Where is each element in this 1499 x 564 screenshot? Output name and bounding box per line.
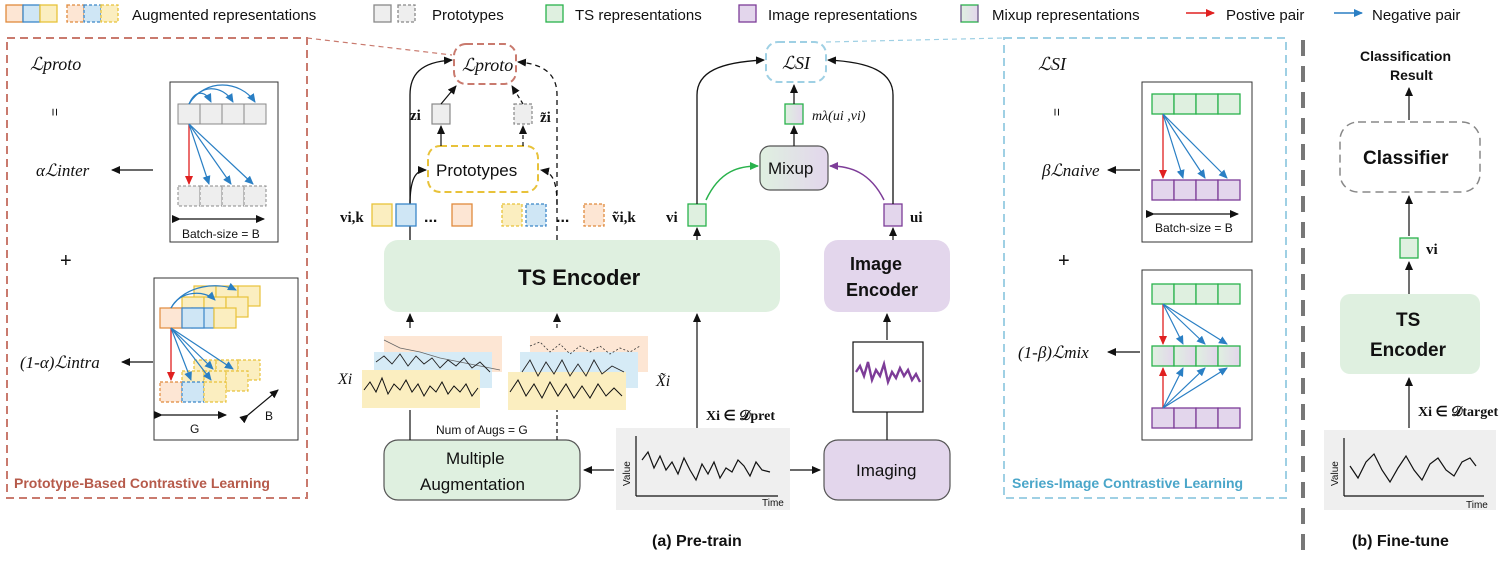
mixup-repr-box — [784, 103, 804, 125]
x-target-label: Xi ∈ 𝒟target — [1418, 404, 1498, 420]
legend-augmented-label: Augmented representations — [132, 7, 316, 24]
finetune-section: Classification Result Classifier vi TS E… — [1324, 48, 1498, 550]
classifier-node — [1339, 121, 1481, 193]
pretrain-time-axis: Time — [762, 498, 784, 509]
z-tilde-i-prototype-box — [513, 103, 533, 125]
z-tilde-i-label: z̃i — [540, 110, 551, 126]
legend-negative-label: Negative pair — [1372, 7, 1460, 24]
legend-positive-label: Postive pair — [1226, 7, 1304, 24]
u-i-box — [883, 203, 903, 227]
prototype-panel-border — [6, 37, 308, 499]
legend-prototypes-swatch — [373, 4, 416, 23]
left-plus: + — [60, 250, 72, 272]
legend-prototypes-label: Prototypes — [432, 7, 504, 24]
legend-mixup-swatch — [960, 4, 979, 23]
prototype-panel-title: Prototype-Based Contrastive Learning — [14, 475, 270, 491]
imaging-label: Imaging — [856, 461, 916, 480]
pretrain-caption: (a) Pre-train — [652, 533, 742, 550]
inter-prototype-row-dashed — [177, 185, 267, 207]
m-lambda-label: mλ(ui ,vi) — [812, 109, 866, 124]
inter-prototype-row-solid — [177, 103, 267, 125]
inter-batch-size: Batch-size = B — [182, 227, 260, 241]
legend-ts-label: TS representations — [575, 7, 702, 24]
finetune-ts-label-1: TS — [1396, 310, 1420, 331]
left-l-proto: ℒproto — [30, 54, 81, 74]
z-i-prototype-box — [431, 103, 451, 125]
x-tilde-i-label: X̃i — [655, 372, 670, 390]
x-i-label: Xi — [337, 371, 352, 388]
finetune-v-i-box — [1399, 237, 1419, 259]
v-ik-label: vi,k — [340, 210, 364, 226]
series-image-contrastive-panel: ℒSI = βℒnaive + (1-β)ℒmix Batch-size = B — [1003, 37, 1287, 499]
augmented-signals-right — [508, 336, 648, 410]
l-proto-node — [453, 43, 517, 85]
intra-b-label: B — [265, 409, 273, 423]
legend: Augmented representations Prototypes TS … — [5, 4, 1460, 24]
l-proto-label: ℒproto — [462, 55, 513, 75]
right-equals: = — [1049, 108, 1065, 116]
num-augs-label: Num of Augs = G — [436, 423, 528, 437]
alpha-inter-term: αℒinter — [36, 161, 90, 180]
finetune-v-i-label: vi — [1426, 242, 1438, 258]
inter-contrast-box: Batch-size = B — [169, 81, 279, 243]
augmented-repr-row — [371, 203, 605, 227]
finetune-caption: (b) Fine-tune — [1352, 533, 1449, 550]
series-image-thumbnail — [852, 341, 924, 413]
v-tilde-ik-label: ṽi,k — [612, 210, 636, 226]
classification-result-2: Result — [1390, 67, 1433, 83]
v-i-label: vi — [666, 210, 678, 226]
intra-g-label: G — [190, 422, 199, 436]
classification-result-1: Classification — [1360, 48, 1451, 64]
augmented-signals-left — [362, 336, 502, 408]
x-pret-label: Xi ∈ 𝒟pret — [706, 408, 775, 424]
finetune-time-axis: Time — [1466, 500, 1488, 511]
left-equals: = — [47, 108, 63, 116]
finetune-ts-label-2: Encoder — [1370, 340, 1447, 361]
si-panel-title: Series-Image Contrastive Learning — [1012, 475, 1243, 491]
multiple-augmentation-node — [383, 439, 581, 501]
prototypes-label: Prototypes — [436, 161, 517, 180]
pretrain-section: ℒproto ℒSI zi z̃i Prototypes vi,k — [337, 37, 1005, 550]
prototypes-node — [427, 145, 539, 193]
naive-batch-size: Batch-size = B — [1155, 221, 1233, 235]
l-si-node — [765, 41, 827, 83]
pretrain-value-axis: Value — [622, 461, 633, 486]
beta-naive-term: βℒnaive — [1041, 161, 1100, 180]
right-plus: + — [1058, 250, 1070, 272]
classifier-label: Classifier — [1363, 148, 1449, 169]
finetune-value-axis: Value — [1330, 461, 1341, 486]
u-i-label: ui — [910, 210, 923, 226]
pretrain-series-plot: Value Time — [616, 428, 790, 510]
l-si-label: ℒSI — [782, 53, 811, 73]
intra-contrast-box: G B — [153, 277, 299, 441]
legend-augmented-swatch — [5, 4, 119, 23]
alpha-intra-term: (1-α)ℒintra — [20, 353, 100, 372]
dots-left: ... — [424, 209, 437, 226]
ts-encoder-node — [384, 240, 780, 312]
legend-ts-swatch — [545, 4, 564, 23]
multiple-aug-label-2: Augmentation — [420, 475, 525, 494]
z-i-label: zi — [410, 108, 421, 124]
si-panel-border — [1003, 37, 1287, 499]
image-encoder-label-1: Image — [850, 254, 902, 274]
finetune-ts-encoder-node — [1340, 294, 1480, 374]
right-l-si: ℒSI — [1038, 54, 1067, 74]
prototype-contrastive-panel: ℒproto = αℒinter + (1-α)ℒintra — [6, 37, 453, 499]
ts-encoder-label: TS Encoder — [518, 265, 641, 290]
v-i-box — [687, 203, 707, 227]
legend-image-swatch — [738, 4, 757, 23]
naive-contrast-box: Batch-size = B — [1141, 81, 1253, 243]
multiple-aug-label-1: Multiple — [446, 449, 505, 468]
beta-mix-term: (1-β)ℒmix — [1018, 343, 1089, 362]
legend-image-label: Image representations — [768, 7, 917, 24]
mix-contrast-box — [1141, 269, 1253, 441]
dots-right: ... — [556, 209, 569, 226]
finetune-series-plot: Value Time — [1324, 430, 1496, 511]
mixup-label: Mixup — [768, 159, 813, 178]
legend-mixup-label: Mixup representations — [992, 7, 1140, 24]
image-encoder-label-2: Encoder — [846, 280, 918, 300]
image-encoder-node — [824, 240, 950, 312]
